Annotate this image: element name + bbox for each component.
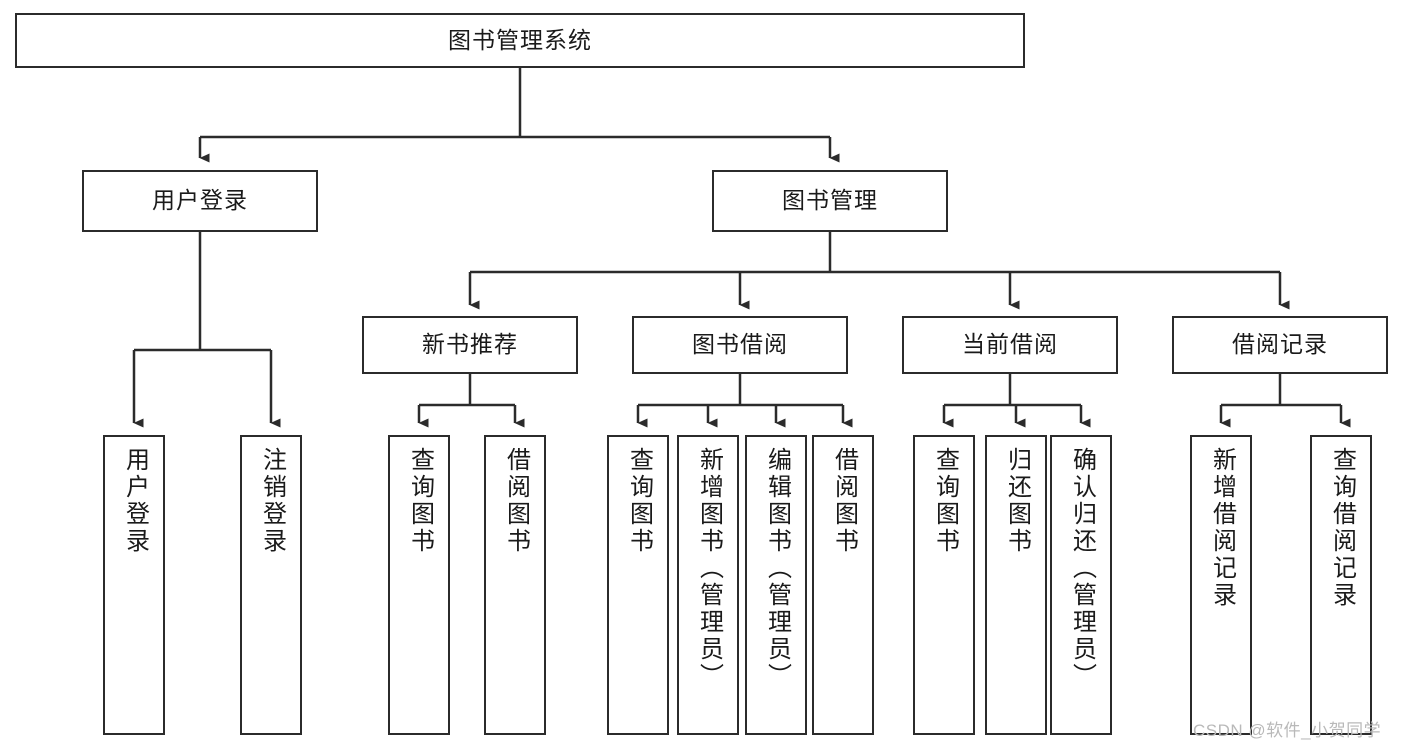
- edges-user-login-to-leaves: [132, 232, 281, 428]
- csdn-watermark: CSDN @软件_小贺同学: [1193, 721, 1382, 740]
- node-book-manage[interactable]: 图书管理: [712, 170, 948, 232]
- node-leaf-user-login[interactable]: 用户登录: [103, 435, 165, 735]
- node-label: 新增借阅记录: [1208, 447, 1236, 609]
- node-label: 借阅图书: [502, 447, 530, 555]
- node-leaf-query-book-recommend[interactable]: 查询图书: [388, 435, 450, 735]
- node-leaf-query-book-borrow[interactable]: 查询图书: [607, 435, 669, 735]
- node-leaf-edit-book-admin[interactable]: 编辑图书（管理员）: [745, 435, 807, 735]
- node-label: 注销登录: [258, 447, 286, 555]
- node-label: 用户登录: [152, 187, 248, 214]
- node-user-login[interactable]: 用户登录: [82, 170, 318, 232]
- node-leaf-borrow-book-recommend[interactable]: 借阅图书: [484, 435, 546, 735]
- node-label: 归还图书: [1003, 447, 1031, 555]
- node-leaf-return-book[interactable]: 归还图书: [985, 435, 1047, 735]
- node-label: 新增图书（管理员）: [695, 447, 723, 690]
- node-root-book-management-system[interactable]: 图书管理系统: [15, 13, 1025, 68]
- node-label: 查询图书: [931, 447, 959, 555]
- node-leaf-user-logout[interactable]: 注销登录: [240, 435, 302, 735]
- node-label: 图书管理系统: [448, 26, 592, 53]
- node-label: 查询图书: [406, 447, 434, 555]
- node-borrow-record[interactable]: 借阅记录: [1172, 316, 1388, 374]
- node-label: 查询借阅记录: [1328, 447, 1356, 609]
- node-label: 查询图书: [625, 447, 653, 555]
- node-new-book-recommend[interactable]: 新书推荐: [362, 316, 578, 374]
- node-label: 借阅图书: [830, 447, 858, 555]
- edges-book-manage-to-level3: [468, 232, 1290, 310]
- node-label: 确认归还（管理员）: [1068, 447, 1096, 690]
- node-label: 当前借阅: [962, 331, 1058, 358]
- node-label: 图书借阅: [692, 331, 788, 358]
- node-label: 图书管理: [782, 187, 878, 214]
- node-label: 新书推荐: [422, 331, 518, 358]
- node-current-borrow[interactable]: 当前借阅: [902, 316, 1118, 374]
- edges-borrow-record-to-leaves: [1219, 374, 1351, 428]
- node-leaf-borrow-book[interactable]: 借阅图书: [812, 435, 874, 735]
- node-label: 借阅记录: [1232, 331, 1328, 358]
- edges-current-borrow-to-leaves: [942, 374, 1091, 428]
- edges-new-book-rec-to-leaves: [417, 374, 525, 428]
- node-leaf-query-borrow-record[interactable]: 查询借阅记录: [1310, 435, 1372, 735]
- node-leaf-query-book-current[interactable]: 查询图书: [913, 435, 975, 735]
- node-label: 编辑图书（管理员）: [763, 447, 791, 690]
- node-leaf-add-book-admin[interactable]: 新增图书（管理员）: [677, 435, 739, 735]
- node-leaf-add-borrow-record[interactable]: 新增借阅记录: [1190, 435, 1252, 735]
- edges-book-borrow-to-leaves: [636, 374, 853, 428]
- node-label: 用户登录: [121, 447, 149, 555]
- node-book-borrow[interactable]: 图书借阅: [632, 316, 848, 374]
- edges-root-to-level2: [198, 68, 840, 163]
- node-leaf-confirm-return-admin[interactable]: 确认归还（管理员）: [1050, 435, 1112, 735]
